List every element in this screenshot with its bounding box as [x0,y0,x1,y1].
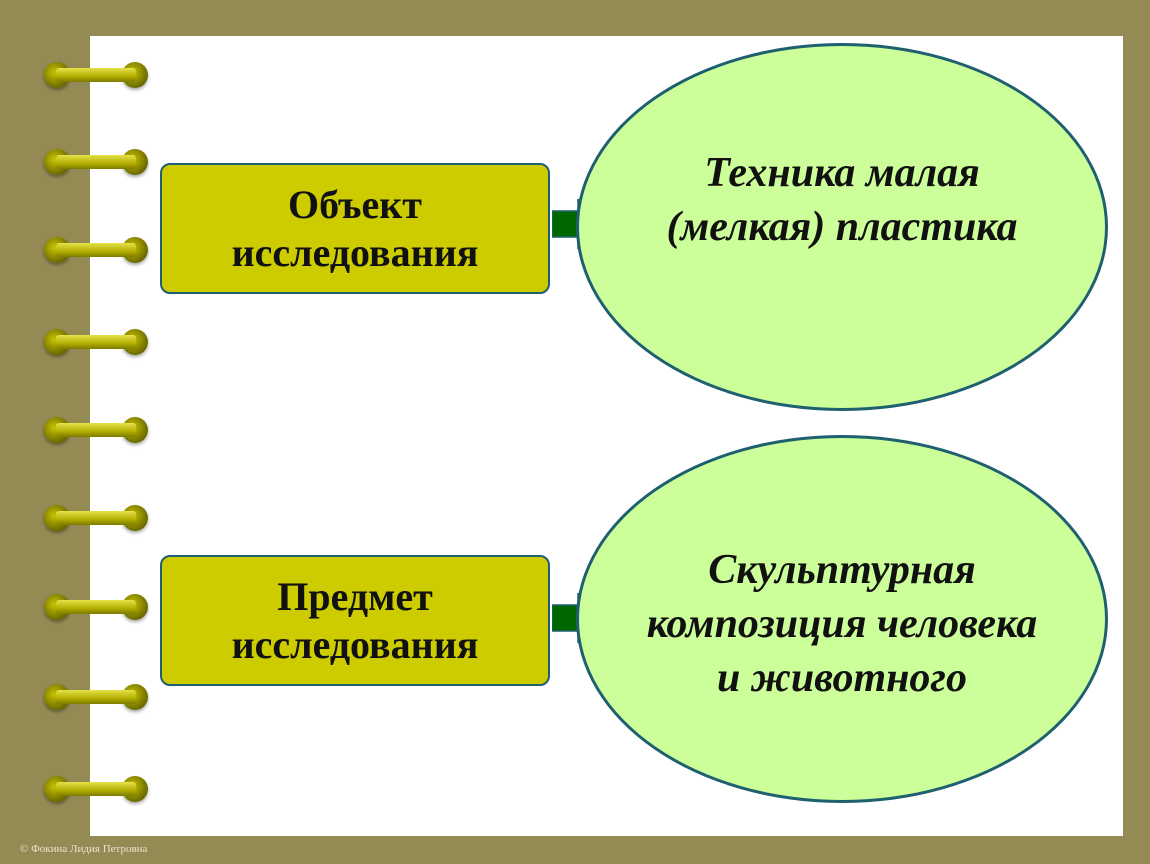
binder-ring [44,329,148,355]
object-ellipse [576,43,1108,411]
binder-ring [44,237,148,263]
subject-value: Скульптурная композиция человека и живот… [646,547,1038,701]
binder-ring [44,684,148,710]
binder-ring [44,776,148,802]
binder-ring [44,62,148,88]
binder-ring [44,505,148,531]
object-label-box: Объект исследования [160,163,550,294]
copyright: © Фокина Лидия Петровна [20,843,148,855]
binder-ring [44,149,148,175]
binder-ring [44,417,148,443]
subject-ellipse [576,435,1108,803]
object-value: Техника малая (мелкая) пластика [666,150,1018,250]
binder-ring [44,594,148,620]
subject-label-box: Предмет исследования [160,555,550,686]
